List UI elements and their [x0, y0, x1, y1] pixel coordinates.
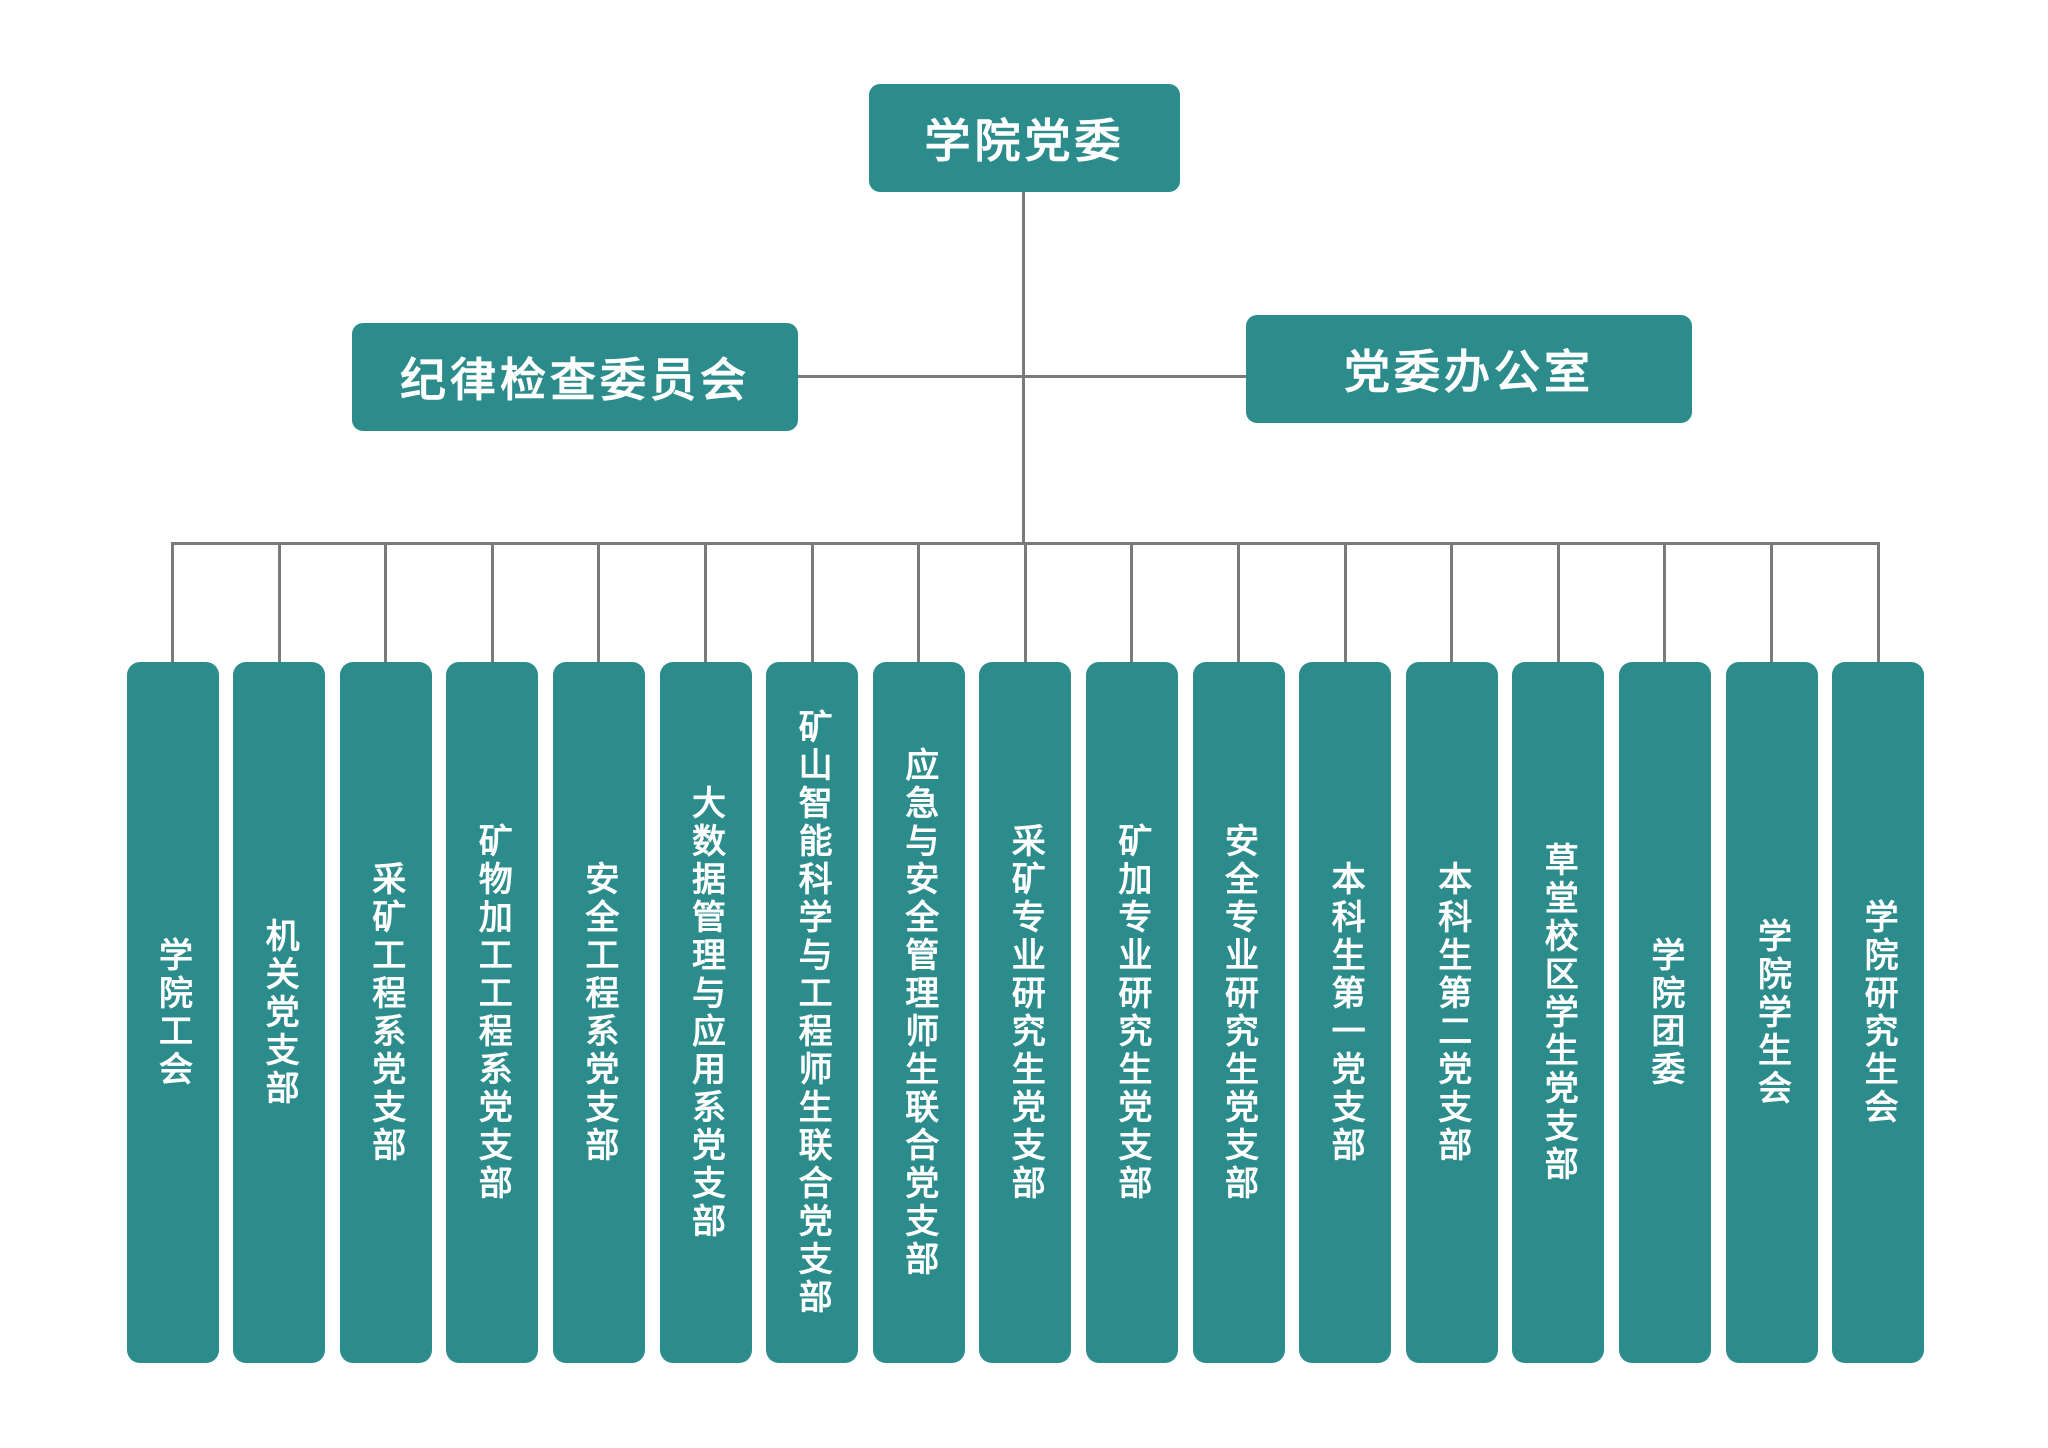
connector-drop: [1237, 542, 1240, 664]
connector-trunk: [1022, 192, 1025, 544]
unit-label: 草堂校区学生党支部: [1538, 841, 1579, 1184]
connector-drop: [597, 542, 601, 664]
connector-drop: [1770, 542, 1773, 664]
node-discipline-committee: 纪律检查委员会: [352, 323, 798, 431]
unit-label: 采矿专业研究生党支部: [1005, 822, 1046, 1203]
connector-drop: [704, 542, 707, 664]
connector-drop: [810, 542, 814, 664]
unit-node: 本科生第一党支部: [1299, 662, 1392, 1363]
unit-label: 学院工会: [152, 936, 193, 1089]
unit-node: 学院团委: [1618, 662, 1711, 1363]
unit-node: 矿山智能科学与工程师生联合党支部: [766, 662, 859, 1363]
unit-label: 机关党支部: [259, 917, 300, 1108]
unit-label: 学院团委: [1644, 936, 1685, 1089]
node-party-office: 党委办公室: [1246, 315, 1692, 423]
connector-drop: [277, 542, 281, 664]
unit-node: 安全专业研究生党支部: [1192, 662, 1285, 1363]
unit-node: 草堂校区学生党支部: [1512, 662, 1605, 1363]
connector-drop: [1663, 542, 1667, 664]
unit-label: 矿山智能科学与工程师生联合党支部: [792, 708, 833, 1317]
connector-bottom-bar: [171, 542, 1878, 545]
unit-node: 应急与安全管理师生联合党支部: [872, 662, 965, 1363]
unit-node: 学院研究生会: [1832, 662, 1925, 1363]
unit-label: 采矿工程系党支部: [365, 860, 406, 1165]
connector-drop: [1130, 542, 1134, 664]
unit-node: 大数据管理与应用系党支部: [659, 662, 752, 1363]
connector-middle-bar: [797, 375, 1247, 378]
unit-label: 矿加专业研究生党支部: [1111, 822, 1152, 1203]
unit-node: 采矿工程系党支部: [339, 662, 432, 1363]
unit-node: 本科生第二党支部: [1405, 662, 1498, 1363]
unit-node: 学院学生会: [1725, 662, 1818, 1363]
unit-label: 应急与安全管理师生联合党支部: [898, 746, 939, 1279]
connector-drop: [171, 542, 174, 664]
unit-node: 矿加专业研究生党支部: [1085, 662, 1178, 1363]
unit-node: 学院工会: [126, 662, 219, 1363]
unit-node: 采矿专业研究生党支部: [979, 662, 1072, 1363]
connector-drop: [1023, 542, 1027, 664]
node-discipline-committee-label: 纪律检查委员会: [400, 353, 750, 407]
connector-drop: [384, 542, 388, 664]
unit-label: 学院学生会: [1751, 917, 1792, 1108]
node-party-committee: 学院党委: [869, 84, 1180, 192]
unit-label: 安全工程系党支部: [578, 860, 619, 1165]
connector-drop: [490, 542, 494, 664]
connector-drop: [1343, 542, 1347, 664]
connector-drop: [1876, 542, 1880, 664]
unit-label: 本科生第一党支部: [1325, 860, 1366, 1165]
unit-label: 学院研究生会: [1858, 898, 1899, 1127]
unit-label: 安全专业研究生党支部: [1218, 822, 1259, 1203]
unit-node: 安全工程系党支部: [552, 662, 645, 1363]
unit-label: 本科生第二党支部: [1431, 860, 1472, 1165]
unit-node: 矿物加工工程系党支部: [446, 662, 539, 1363]
node-party-office-label: 党委办公室: [1344, 345, 1594, 399]
unit-label: 矿物加工工程系党支部: [472, 822, 513, 1203]
node-party-committee-label: 学院党委: [924, 114, 1125, 168]
connector-drop: [1556, 542, 1560, 664]
unit-label: 大数据管理与应用系党支部: [685, 784, 726, 1241]
connector-drop: [917, 542, 921, 664]
unit-node: 机关党支部: [233, 662, 326, 1363]
connector-drop: [1450, 542, 1454, 664]
